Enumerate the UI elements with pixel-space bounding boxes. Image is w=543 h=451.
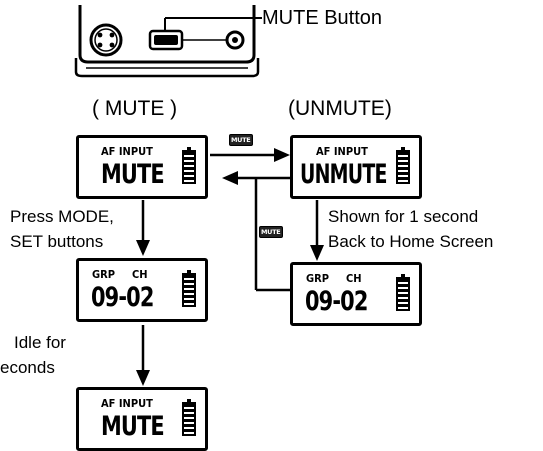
arrow-mute-to-home (136, 200, 150, 256)
arrow-unmute-to-home (310, 200, 324, 261)
mute-button-label: MUTE Button (262, 7, 383, 29)
battery-icon (182, 399, 196, 436)
battery-icon (396, 147, 410, 184)
lcd-unmute-screen: AF INPUT UNMUTE (290, 135, 422, 199)
mute-state-title: ( MUTE ) (92, 97, 178, 120)
set-buttons-annotation: SET buttons (10, 232, 104, 251)
lcd-home-screen-right: GRP CH 09-02 (290, 262, 422, 326)
lcd-ch-label: CH (132, 268, 148, 281)
lcd-group-channel-value: 09-02 (305, 286, 368, 317)
lcd-af-input-label: AF INPUT (101, 145, 153, 158)
battery-icon (182, 270, 196, 307)
lcd-group-channel-value: 09-02 (91, 282, 154, 313)
lcd-af-input-label: AF INPUT (316, 145, 368, 158)
lcd-ch-label: CH (346, 272, 362, 285)
lcd-mute-screen: AF INPUT MUTE (76, 135, 208, 199)
lcd-unmute-text: UNMUTE (300, 159, 387, 190)
battery-icon (182, 147, 196, 184)
arrow-idle-to-mute (136, 325, 150, 386)
press-mode-annotation: Press MODE, (10, 207, 114, 226)
lcd-mute-text: MUTE (101, 159, 165, 190)
lcd-grp-label: GRP (306, 272, 329, 285)
lcd-home-screen-left: GRP CH 09-02 (76, 258, 208, 322)
lcd-mute-screen-bottom: AF INPUT MUTE (76, 387, 208, 451)
receiver-device (74, 5, 262, 78)
lcd-grp-label: GRP (92, 268, 115, 281)
mute-key-icon: MUTE (229, 134, 253, 146)
back-home-annotation: Back to Home Screen (328, 232, 494, 251)
arrow-unmute-to-mute (222, 171, 290, 185)
battery-icon (396, 274, 410, 311)
mute-key-icon: MUTE (259, 226, 283, 238)
return-path-line (254, 178, 290, 292)
idle-for-annotation: Idle for (14, 333, 66, 352)
lcd-mute-text: MUTE (101, 411, 165, 442)
arrow-mute-to-unmute (210, 148, 290, 162)
lcd-af-input-label: AF INPUT (101, 397, 153, 410)
unmute-state-title: (UNMUTE) (288, 97, 392, 120)
shown-for-annotation: Shown for 1 second (328, 207, 479, 226)
seconds-annotation: econds (0, 358, 55, 377)
